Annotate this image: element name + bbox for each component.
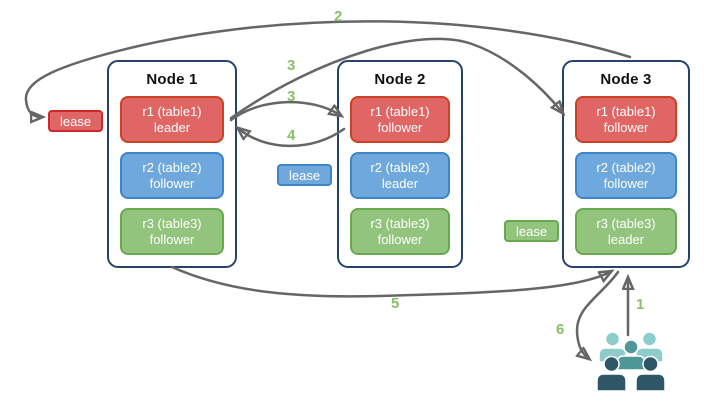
lease-badge-table2: lease xyxy=(277,164,333,186)
replica-r2-table2: r2 (table2) follower xyxy=(120,152,224,199)
step-label-3a: 3 xyxy=(287,57,296,74)
node-1-replicas: r1 (table1) leader r2 (table2) follower … xyxy=(120,96,224,255)
node-3-title: Node 3 xyxy=(600,71,652,88)
node-3: Node 3 r1 (table1) follower r2 (table2) … xyxy=(562,60,690,268)
replica-name: r1 (table1) xyxy=(370,103,430,119)
replica-role: follower xyxy=(377,119,423,135)
arrow-step-5-node1-to-node3 xyxy=(170,265,610,298)
step-label-2: 2 xyxy=(334,8,343,25)
replica-r2-table2: r2 (table2) follower xyxy=(575,152,677,199)
replica-name: r3 (table3) xyxy=(370,215,430,231)
node-2-replicas: r1 (table1) follower r2 (table2) leader … xyxy=(350,96,450,255)
lease-badge-table1: lease xyxy=(48,110,104,132)
replica-role: leader xyxy=(607,231,645,247)
step-label-1: 1 xyxy=(636,296,645,313)
node-2: Node 2 r1 (table1) follower r2 (table2) … xyxy=(337,60,463,268)
lease-badge-table3: lease xyxy=(504,220,560,242)
arrow-step-3-node1-to-node2 xyxy=(229,100,340,122)
users-group-icon xyxy=(596,331,666,392)
replica-r1-table1: r1 (table1) follower xyxy=(575,96,677,143)
replica-r2-table2: r2 (table2) leader xyxy=(350,152,450,199)
replica-role: leader xyxy=(381,175,419,191)
replica-name: r2 (table2) xyxy=(370,159,430,175)
step-label-6: 6 xyxy=(556,321,565,338)
step-label-4: 4 xyxy=(287,127,296,144)
node-2-title: Node 2 xyxy=(374,71,426,88)
person-icon xyxy=(596,355,627,392)
node-1: Node 1 r1 (table1) leader r2 (table2) fo… xyxy=(107,60,237,268)
replica-role: follower xyxy=(603,119,649,135)
node-1-title: Node 1 xyxy=(146,71,198,88)
node-3-replicas: r1 (table1) follower r2 (table2) followe… xyxy=(575,96,677,255)
replica-name: r1 (table1) xyxy=(596,103,656,119)
replica-r3-table3: r3 (table3) follower xyxy=(120,208,224,255)
replica-r1-table1: r1 (table1) leader xyxy=(120,96,224,143)
step-label-3b: 3 xyxy=(287,88,296,105)
replica-name: r3 (table3) xyxy=(596,215,656,231)
replica-role: leader xyxy=(153,119,191,135)
replica-r3-table3: r3 (table3) leader xyxy=(575,208,677,255)
replica-role: follower xyxy=(149,231,195,247)
replica-r1-table1: r1 (table1) follower xyxy=(350,96,450,143)
person-icon xyxy=(635,355,666,392)
replica-role: follower xyxy=(603,175,649,191)
replica-role: follower xyxy=(149,175,195,191)
replica-name: r2 (table2) xyxy=(142,159,202,175)
replica-role: follower xyxy=(377,231,423,247)
replica-name: r1 (table1) xyxy=(142,103,202,119)
replica-name: r2 (table2) xyxy=(596,159,656,175)
replica-name: r3 (table3) xyxy=(142,215,202,231)
replica-r3-table3: r3 (table3) follower xyxy=(350,208,450,255)
step-label-5: 5 xyxy=(391,295,400,312)
